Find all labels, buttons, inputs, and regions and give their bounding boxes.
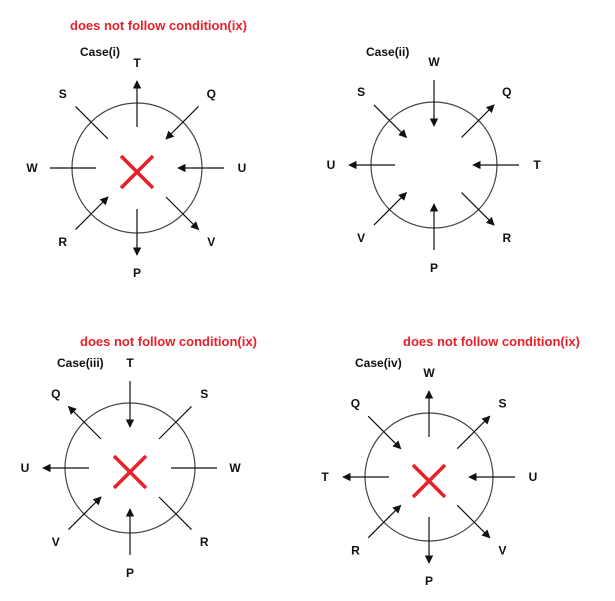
case-3-group: does not follow condition(ix) Case(iii) T S…	[21, 334, 257, 580]
facing-inward-arrow	[68, 496, 102, 530]
facing-outward-arrow	[165, 196, 200, 231]
cross-mark-icon	[411, 463, 447, 499]
person-label: Q	[207, 87, 216, 101]
person-label: T	[321, 470, 329, 484]
facing-inward-arrow	[373, 191, 408, 226]
seat-marker-line	[158, 406, 192, 440]
person-label: T	[126, 356, 134, 370]
person-label: Q	[502, 85, 511, 99]
person-label: R	[351, 544, 360, 558]
condition-warning-text: does not follow condition(ix)	[403, 334, 580, 349]
person-label: P	[126, 566, 134, 580]
condition-warning-text: does not follow condition(ix)	[80, 334, 257, 349]
condition-warning-text: does not follow condition(ix)	[70, 18, 247, 33]
facing-outward-arrow	[461, 104, 495, 138]
case-2-group: Case(ii) W Q T R P V U S	[327, 45, 542, 275]
person-label: U	[238, 161, 247, 175]
person-label: W	[428, 55, 440, 69]
facing-inward-arrow	[367, 504, 402, 539]
person-label: Q	[351, 396, 360, 410]
person-label: W	[423, 366, 435, 380]
case-title: Case(ii)	[366, 45, 409, 59]
person-label: P	[133, 266, 141, 280]
case-1-group: does not follow condition(ix) Case(i) T Q U V…	[26, 18, 247, 280]
person-label: U	[21, 461, 30, 475]
facing-outward-arrow	[461, 192, 495, 226]
facing-inward-arrow	[75, 196, 109, 230]
person-label: U	[529, 470, 538, 484]
person-label: R	[200, 535, 209, 549]
person-label: T	[533, 158, 541, 172]
person-label: Q	[51, 387, 60, 401]
person-label: V	[52, 535, 60, 549]
person-label: R	[502, 231, 511, 245]
case-4-group: does not follow condition(ix)Case(iv) W S U…	[321, 334, 580, 588]
cross-mark-icon	[112, 454, 148, 490]
facing-outward-arrow	[456, 504, 491, 539]
cross-mark-icon	[119, 154, 155, 190]
person-label: V	[499, 544, 507, 558]
person-label: W	[229, 461, 241, 475]
person-label: P	[430, 261, 438, 275]
person-label: V	[207, 235, 215, 249]
facing-inward-arrow	[367, 415, 402, 450]
seat-marker-line	[158, 496, 192, 530]
seat-marker-line	[75, 106, 109, 140]
facing-outward-arrow	[67, 405, 102, 440]
facing-inward-arrow	[165, 106, 199, 140]
case-title: Case(iii)	[57, 356, 104, 370]
case-title: Case(i)	[80, 45, 120, 59]
person-label: S	[357, 85, 365, 99]
person-label: S	[200, 387, 208, 401]
person-label: R	[58, 235, 67, 249]
person-label: P	[425, 574, 433, 588]
facing-inward-arrow	[373, 104, 408, 139]
person-label: S	[59, 87, 67, 101]
case-title: Case(iv)	[355, 356, 402, 370]
facing-outward-arrow	[456, 415, 491, 450]
person-label: W	[26, 161, 38, 175]
person-label: T	[133, 56, 141, 70]
person-label: S	[499, 396, 507, 410]
person-label: V	[357, 231, 365, 245]
person-label: U	[327, 158, 336, 172]
